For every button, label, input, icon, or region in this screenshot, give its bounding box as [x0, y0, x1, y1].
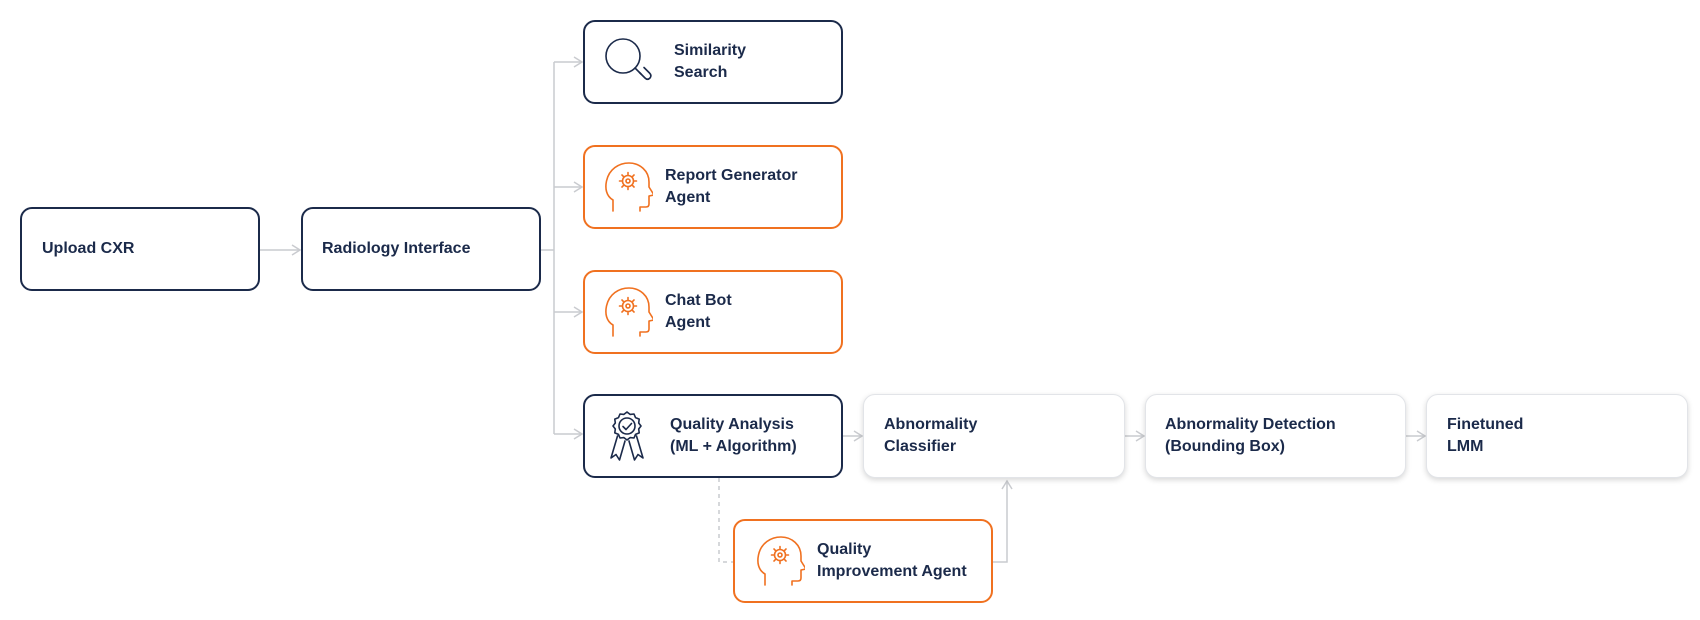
dashed-quality-to-improvement	[718, 478, 733, 563]
quality-analysis-label: Quality Analysis (ML + Algorithm)	[670, 416, 797, 455]
head-gear-icon	[751, 534, 805, 588]
finetuned-lmm-label: Finetuned LMM	[1447, 416, 1524, 455]
award-badge-icon	[600, 409, 654, 463]
abnormality-classifier-node: Abnormality Classifier	[863, 394, 1125, 478]
finetuned-lmm-node: Finetuned LMM	[1426, 394, 1688, 478]
radiology-interface-node: Radiology Interface	[301, 207, 541, 291]
quality-improvement-node: Quality Improvement Agent	[733, 519, 993, 603]
radiology-interface-label: Radiology Interface	[322, 240, 471, 257]
abnormality-detection-label: Abnormality Detection (Bounding Box)	[1165, 416, 1336, 455]
magnifier-icon	[601, 35, 655, 89]
head-gear-icon	[599, 160, 653, 214]
report-generator-label: Report Generator Agent	[665, 167, 798, 206]
similarity-search-label: Similarity Search	[674, 42, 747, 81]
similarity-search-node: Similarity Search	[583, 20, 843, 104]
quality-analysis-node: Quality Analysis (ML + Algorithm)	[583, 394, 843, 478]
upload-cxr-node: Upload CXR	[20, 207, 260, 291]
chat-bot-label: Chat Bot Agent	[665, 292, 732, 331]
arrow-improvement-to-classifier	[993, 479, 1013, 563]
abnormality-detection-node: Abnormality Detection (Bounding Box)	[1145, 394, 1406, 478]
chat-bot-node: Chat Bot Agent	[583, 270, 843, 354]
quality-improvement-label: Quality Improvement Agent	[817, 541, 967, 580]
branch-trunk	[541, 62, 555, 434]
report-generator-node: Report Generator Agent	[583, 145, 843, 229]
head-gear-icon	[599, 285, 653, 339]
upload-cxr-label: Upload CXR	[42, 240, 135, 257]
abnormality-classifier-label: Abnormality Classifier	[884, 416, 978, 455]
